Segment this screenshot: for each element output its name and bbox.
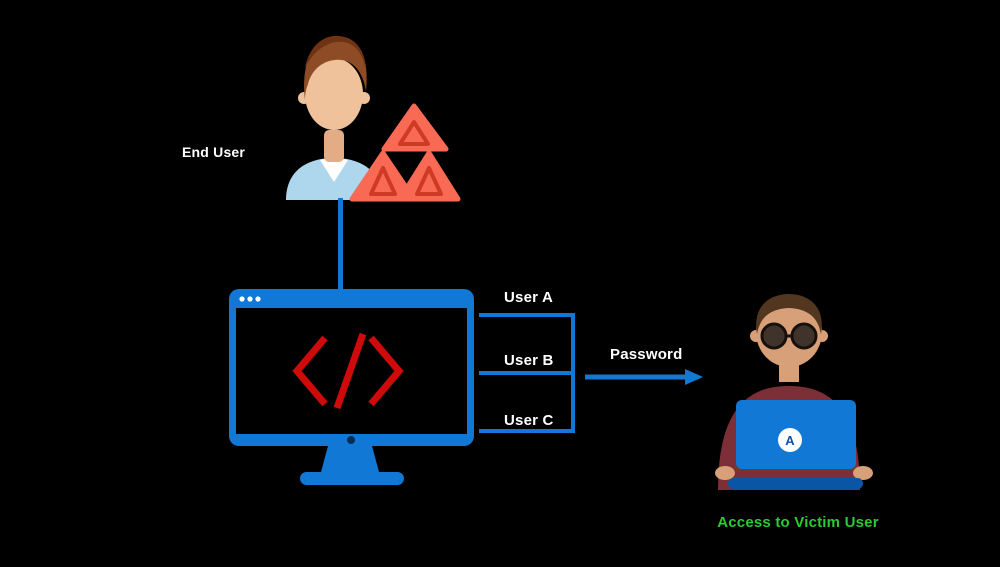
user-b-label: User B xyxy=(504,352,554,369)
warning-triangle-1 xyxy=(381,103,449,152)
monitor-stand xyxy=(300,446,404,485)
user-a-label: User A xyxy=(504,289,553,306)
window-dot-icon xyxy=(247,296,253,302)
arrow-right-icon xyxy=(585,369,703,385)
glasses-icon xyxy=(760,322,818,350)
warning-triangle-2 xyxy=(349,150,417,202)
connector-line-user-b xyxy=(479,371,575,375)
monitor-camera-dot-icon xyxy=(347,436,355,444)
code-brackets-icon xyxy=(292,332,404,410)
hand xyxy=(715,466,735,480)
window-dot-icon xyxy=(255,296,261,302)
monitor-code-icon xyxy=(229,289,474,485)
connector-line-user-c xyxy=(479,429,575,433)
laptop-icon: A xyxy=(728,400,863,489)
laptop-logo-letter: A xyxy=(785,433,795,448)
user-c-label: User C xyxy=(504,412,554,429)
access-to-victim-label: Access to Victim User xyxy=(717,514,879,531)
hand xyxy=(853,466,873,480)
connector-bracket-vertical xyxy=(571,313,575,433)
connector-line-user-a xyxy=(479,313,575,317)
warning-triangles-icon xyxy=(349,103,461,202)
laptop-logo-circle xyxy=(778,428,802,452)
connector-user-to-monitor xyxy=(338,198,343,290)
end-user-figure xyxy=(286,36,382,200)
end-user-label: End User xyxy=(182,144,246,160)
person-avatar-icon xyxy=(286,36,382,200)
person-at-laptop-icon: A xyxy=(715,294,873,490)
warning-triangle-3 xyxy=(397,150,461,202)
window-dot-icon xyxy=(239,296,245,302)
password-label: Password xyxy=(610,346,683,363)
